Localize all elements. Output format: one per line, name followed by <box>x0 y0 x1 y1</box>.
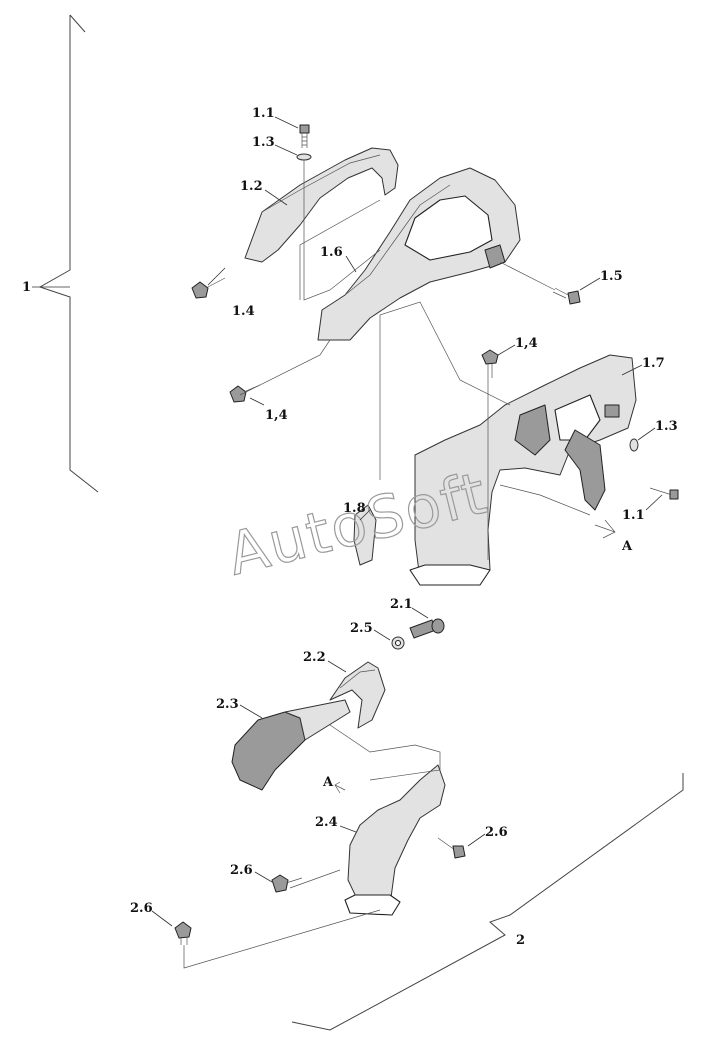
label-2-6-left: 2.6 <box>130 901 153 916</box>
washer-1-3-right <box>629 438 639 452</box>
label-2-2: 2.2 <box>303 650 326 665</box>
screw-1-5 <box>552 287 581 305</box>
label-view-a-2: A <box>322 775 334 790</box>
label-1-2: 1.2 <box>240 179 263 194</box>
label-1-6: 1.6 <box>320 245 343 260</box>
label-2-3: 2.3 <box>216 697 239 712</box>
label-1-4-a: 1.4 <box>232 304 255 319</box>
label-1-3-top: 1.3 <box>252 135 275 150</box>
washer-2-5 <box>391 636 405 650</box>
label-1-4-c: 1,4 <box>265 408 288 423</box>
assembly-lines-1 <box>239 160 616 560</box>
label-1-5: 1.5 <box>600 269 623 284</box>
screw-1-1-right <box>649 487 679 500</box>
label-1-3-right: 1.3 <box>655 419 678 434</box>
screw-2-6-left <box>174 921 192 945</box>
screw-1-1-top <box>299 124 310 148</box>
screw-2-6-mid <box>271 874 303 893</box>
part-1-8 <box>353 504 377 566</box>
part-2-2-bracket <box>329 661 386 729</box>
group-2-brace <box>291 773 684 1031</box>
label-1-8: 1.8 <box>343 501 366 516</box>
label-2-6-right: 2.6 <box>485 825 508 840</box>
label-2-5: 2.5 <box>350 621 373 636</box>
label-1-1-top: 1.1 <box>252 106 275 121</box>
label-2-6-mid: 2.6 <box>230 863 253 878</box>
screw-2-6-right <box>437 837 466 859</box>
label-2-4: 2.4 <box>315 815 338 830</box>
callout-labels: 1 2 1.1 1.3 1.2 1.4 1.6 1.5 1,4 1,4 1.7 … <box>22 106 678 948</box>
part-2-4-housing <box>344 764 446 916</box>
group-1-brace <box>38 14 99 493</box>
label-1-7: 1.7 <box>642 356 665 371</box>
part-1-6-housing <box>317 167 521 341</box>
screw-2-1 <box>409 618 445 639</box>
label-group-2: 2 <box>516 933 525 948</box>
callout-leaders <box>32 116 663 927</box>
assembly-lines-2 <box>183 724 441 969</box>
label-group-1: 1 <box>22 280 31 295</box>
label-1-4-b: 1,4 <box>515 336 538 351</box>
label-view-a-1: A <box>621 539 633 554</box>
part-2-3-grip <box>231 699 351 791</box>
screw-1-4-left <box>191 277 226 299</box>
label-2-1: 2.1 <box>390 597 413 612</box>
screw-1-4-mid <box>481 349 499 378</box>
part-1-7-housing <box>409 354 637 586</box>
washer-1-3-top <box>296 153 312 161</box>
label-1-1-right: 1.1 <box>622 508 645 523</box>
